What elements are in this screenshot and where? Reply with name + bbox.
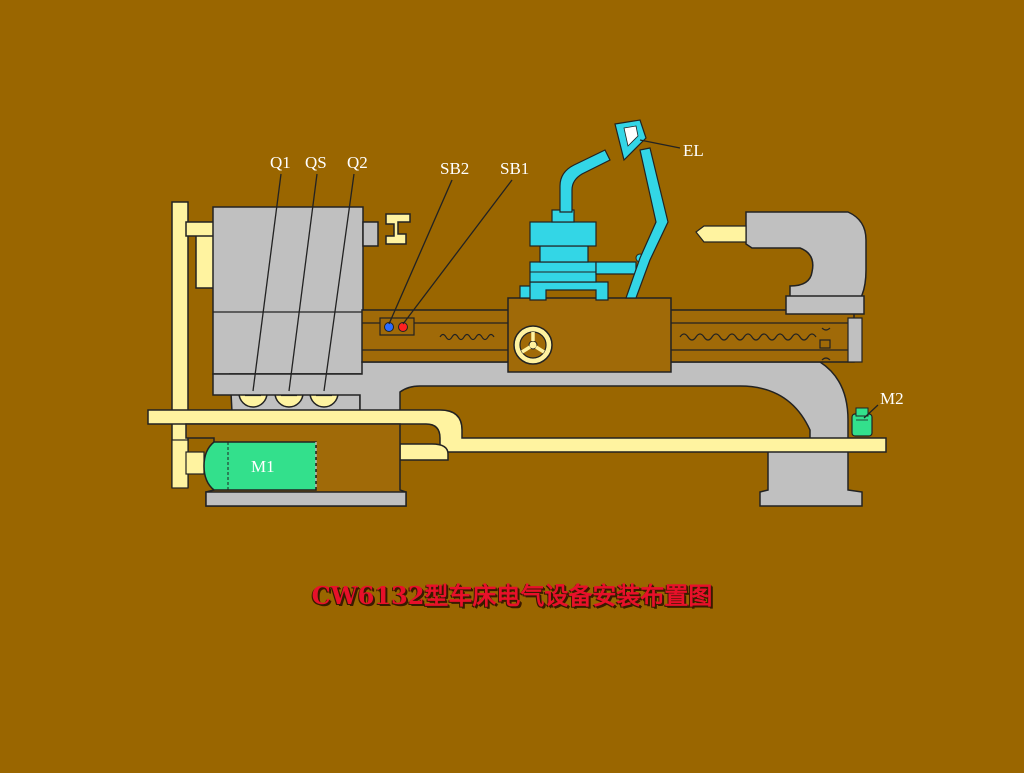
label-sb2: SB2 (440, 159, 469, 178)
base-cabinet-foot (205, 491, 407, 507)
motor-m1 (203, 441, 317, 491)
lathe-bed (212, 361, 849, 449)
lamp-arm-left (559, 149, 611, 213)
right-leg (759, 447, 863, 507)
belt-guard (195, 231, 215, 289)
lead-screw-thread-left (439, 333, 495, 341)
label-q1: Q1 (270, 153, 291, 172)
lead-screw-thread-right (679, 333, 817, 341)
label-q2: Q2 (347, 153, 368, 172)
label-sb1: SB1 (500, 159, 529, 178)
motor-m2 (851, 407, 873, 437)
right-bearing-slot (819, 339, 831, 349)
chuck (362, 221, 379, 247)
leader-lines (252, 139, 879, 419)
belt-tray (147, 409, 887, 453)
tool-post (519, 209, 645, 301)
handwheel (513, 325, 553, 365)
headstock (212, 206, 364, 375)
spindle-clamp (385, 213, 411, 245)
label-el: EL (683, 141, 704, 160)
button-sb1 (398, 322, 408, 332)
pulley-strip-mid (185, 451, 205, 475)
label-m2: M2 (880, 389, 904, 408)
label-qs: QS (305, 153, 327, 172)
right-bearing (847, 317, 863, 363)
label-m1: M1 (251, 457, 275, 476)
right-bearing-mark (821, 327, 831, 361)
diagram-title: CW6132型车床电气设备安装布置图 (311, 581, 713, 610)
lamp-el-inner (623, 125, 639, 147)
tailstock-base (785, 295, 865, 315)
lamp-arm-right (625, 147, 669, 299)
tailstock-quill (695, 225, 747, 243)
belt-connector (185, 221, 217, 237)
belt-lower (399, 443, 449, 461)
